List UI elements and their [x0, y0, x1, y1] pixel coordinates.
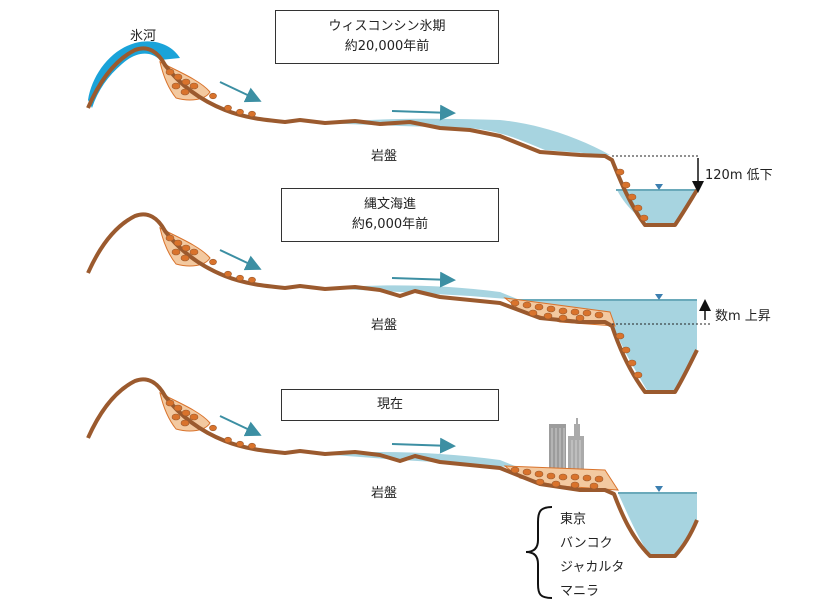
terrain-line	[86, 212, 699, 394]
period-age: 約20,000年前	[344, 39, 430, 54]
river-water	[320, 118, 610, 155]
flow-arrow	[391, 104, 456, 121]
panel-ice-age	[86, 41, 704, 227]
city-name: 東京	[560, 512, 587, 527]
panel-jomon	[86, 212, 711, 394]
drop-label: 120m 低下	[705, 168, 773, 183]
pebbles	[165, 68, 649, 222]
sea-water	[617, 190, 697, 225]
city-list-brace	[525, 506, 553, 599]
bedrock-label: 岩盤	[371, 486, 398, 501]
flow-arrow	[391, 271, 456, 288]
pebbles	[165, 234, 643, 379]
bedrock-label: 岩盤	[371, 318, 398, 333]
sea-level-marker-icon	[655, 486, 663, 492]
sea-level-marker-icon	[655, 294, 663, 300]
flow-arrow	[219, 415, 262, 437]
period-age: 約6,000年前	[351, 217, 429, 232]
period-name: ウィスコンシン氷期	[328, 19, 446, 34]
city-name: バンコク	[560, 536, 613, 551]
period-name: 縄文海進	[363, 197, 416, 212]
sea-water	[618, 493, 697, 556]
bedrock-label: 岩盤	[371, 149, 398, 164]
city-buildings-icon	[549, 418, 584, 474]
period-name: 現在	[376, 397, 403, 412]
flow-arrow	[391, 437, 456, 454]
glacier-shape	[88, 41, 180, 108]
glacier-label: 氷河	[130, 29, 157, 44]
panel-present	[86, 377, 699, 599]
city-name: マニラ	[560, 584, 600, 599]
city-name: ジャカルタ	[560, 560, 625, 575]
period-box-ice-age: ウィスコンシン氷期 約20,000年前	[275, 10, 499, 64]
flow-arrow	[219, 249, 262, 271]
sea-level-marker-icon	[655, 184, 663, 190]
period-box-jomon: 縄文海進 約6,000年前	[281, 188, 499, 242]
pebbles	[165, 399, 604, 490]
flow-arrow	[219, 81, 262, 103]
terrain-line	[86, 377, 699, 558]
period-box-present: 現在	[281, 389, 499, 421]
sea-water	[515, 300, 697, 392]
rise-label: 数m 上昇	[715, 309, 771, 324]
